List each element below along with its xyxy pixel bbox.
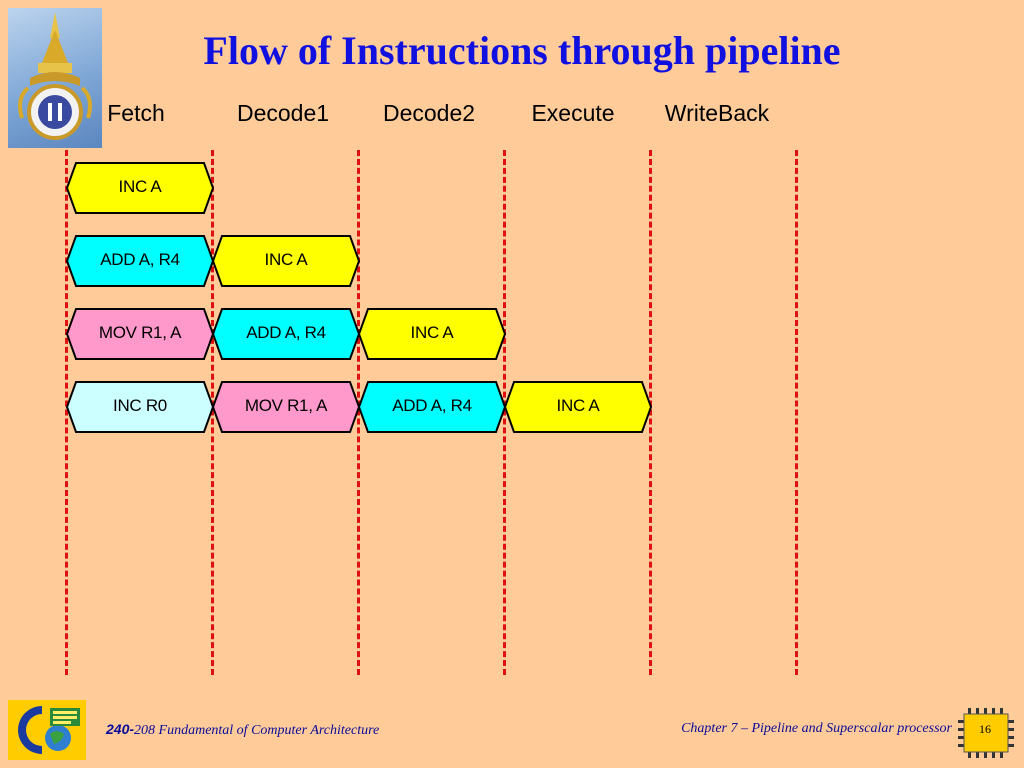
instruction-label: INC A (556, 396, 600, 415)
instruction-label: MOV R1, A (244, 396, 328, 415)
footer-chapter: Chapter 7 – Pipeline and Superscalar pro… (681, 721, 952, 736)
course-name: 208 Fundamental of Computer Architecture (134, 723, 380, 738)
instruction-block: INC A (504, 381, 652, 433)
footer-logo (8, 700, 86, 760)
stage-divider (649, 150, 652, 675)
instruction-block: INC A (66, 162, 214, 214)
university-emblem (8, 8, 102, 148)
instruction-label: INC R0 (113, 396, 167, 415)
instruction-label: INC A (264, 250, 308, 269)
instruction-block: ADD A, R4 (358, 381, 506, 433)
page-number: 16 (979, 722, 991, 736)
instruction-label: ADD A, R4 (100, 250, 180, 269)
globe-logo-graphic (18, 706, 80, 754)
footer-course: 240-208 Fundamental of Computer Architec… (106, 721, 379, 739)
stage-label-execute: Execute (531, 100, 615, 126)
instruction-label: MOV R1, A (98, 323, 182, 342)
instruction-block: INC R0 (66, 381, 214, 433)
instruction-label: INC A (118, 177, 162, 196)
instruction-block: INC A (358, 308, 506, 360)
instruction-label: ADD A, R4 (392, 396, 472, 415)
stage-divider (795, 150, 798, 675)
course-code: 240- (106, 721, 135, 737)
instruction-shape (212, 235, 360, 287)
instruction-shape (212, 308, 360, 360)
instruction-block: MOV R1, A (66, 308, 214, 360)
instruction-shape (66, 235, 214, 287)
instruction-label: ADD A, R4 (246, 323, 326, 342)
chip-graphic (958, 708, 1014, 758)
chip-icon (958, 706, 1014, 760)
stage-label-writeback: WriteBack (664, 100, 770, 126)
instruction-block: INC A (212, 235, 360, 287)
slide-title: Flow of Instructions through pipeline (203, 28, 841, 73)
stage-label-decode1: Decode1 (236, 100, 330, 126)
emblem-graphic (18, 12, 92, 140)
instruction-block: MOV R1, A (212, 381, 360, 433)
stage-divider (65, 150, 68, 675)
instruction-shape (212, 381, 360, 433)
instruction-shape (358, 381, 506, 433)
instruction-label: INC A (410, 323, 454, 342)
stage-label-decode2: Decode2 (382, 100, 476, 126)
instruction-block: ADD A, R4 (212, 308, 360, 360)
stage-divider (357, 150, 360, 675)
instruction-shape (358, 308, 506, 360)
instruction-shape (504, 381, 652, 433)
stage-divider (211, 150, 214, 675)
stage-divider (503, 150, 506, 675)
stage-label-fetch: Fetch (107, 100, 165, 126)
instruction-block: ADD A, R4 (66, 235, 214, 287)
instruction-shape (66, 308, 214, 360)
instruction-shape (66, 162, 214, 214)
instruction-shape (66, 381, 214, 433)
